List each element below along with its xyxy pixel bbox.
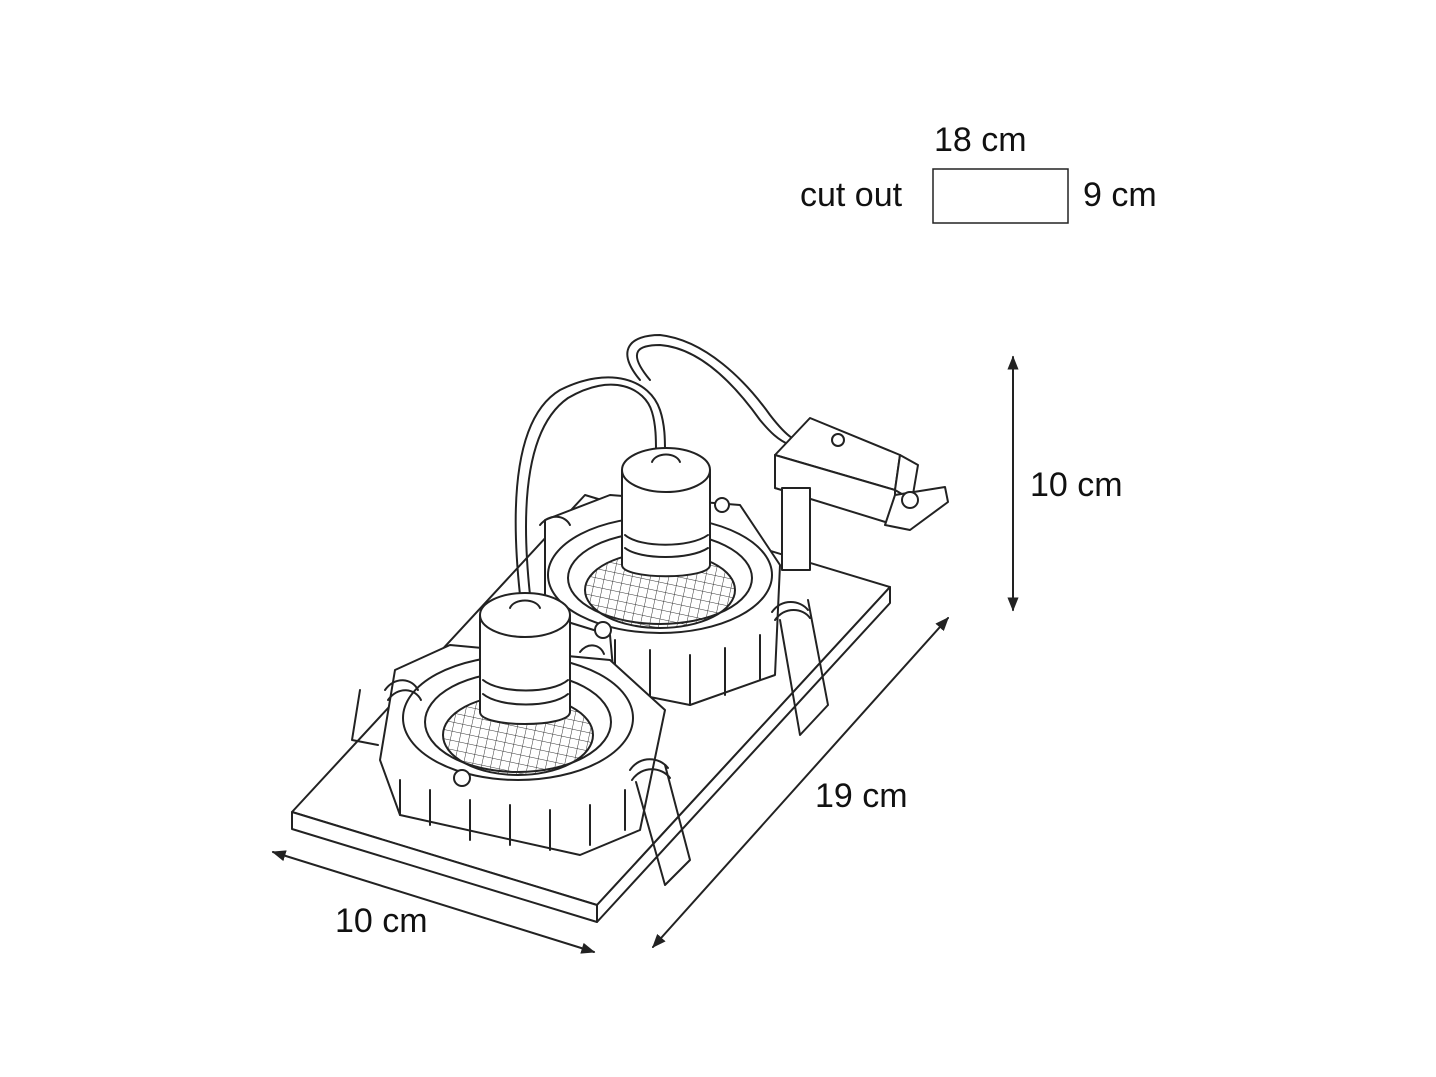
- rear-lamp-housing: [544, 494, 781, 706]
- cutout-rectangle: [932, 168, 1069, 224]
- screw-icon: [831, 433, 845, 447]
- screw-icon: [901, 491, 919, 509]
- rear-socket: [621, 447, 711, 578]
- width-arrow: [271, 850, 596, 954]
- spring-clips: [351, 515, 829, 886]
- power-cables: [514, 334, 793, 596]
- cutout-width-label: 18 cm: [934, 121, 1027, 159]
- cutout-label: cut out: [800, 176, 903, 214]
- cutout-height-label: 9 cm: [1083, 176, 1157, 214]
- height-dimension-label: 10 cm: [1030, 466, 1123, 504]
- front-socket: [479, 592, 571, 725]
- length-arrow: [652, 616, 949, 949]
- driver-box: [774, 417, 949, 571]
